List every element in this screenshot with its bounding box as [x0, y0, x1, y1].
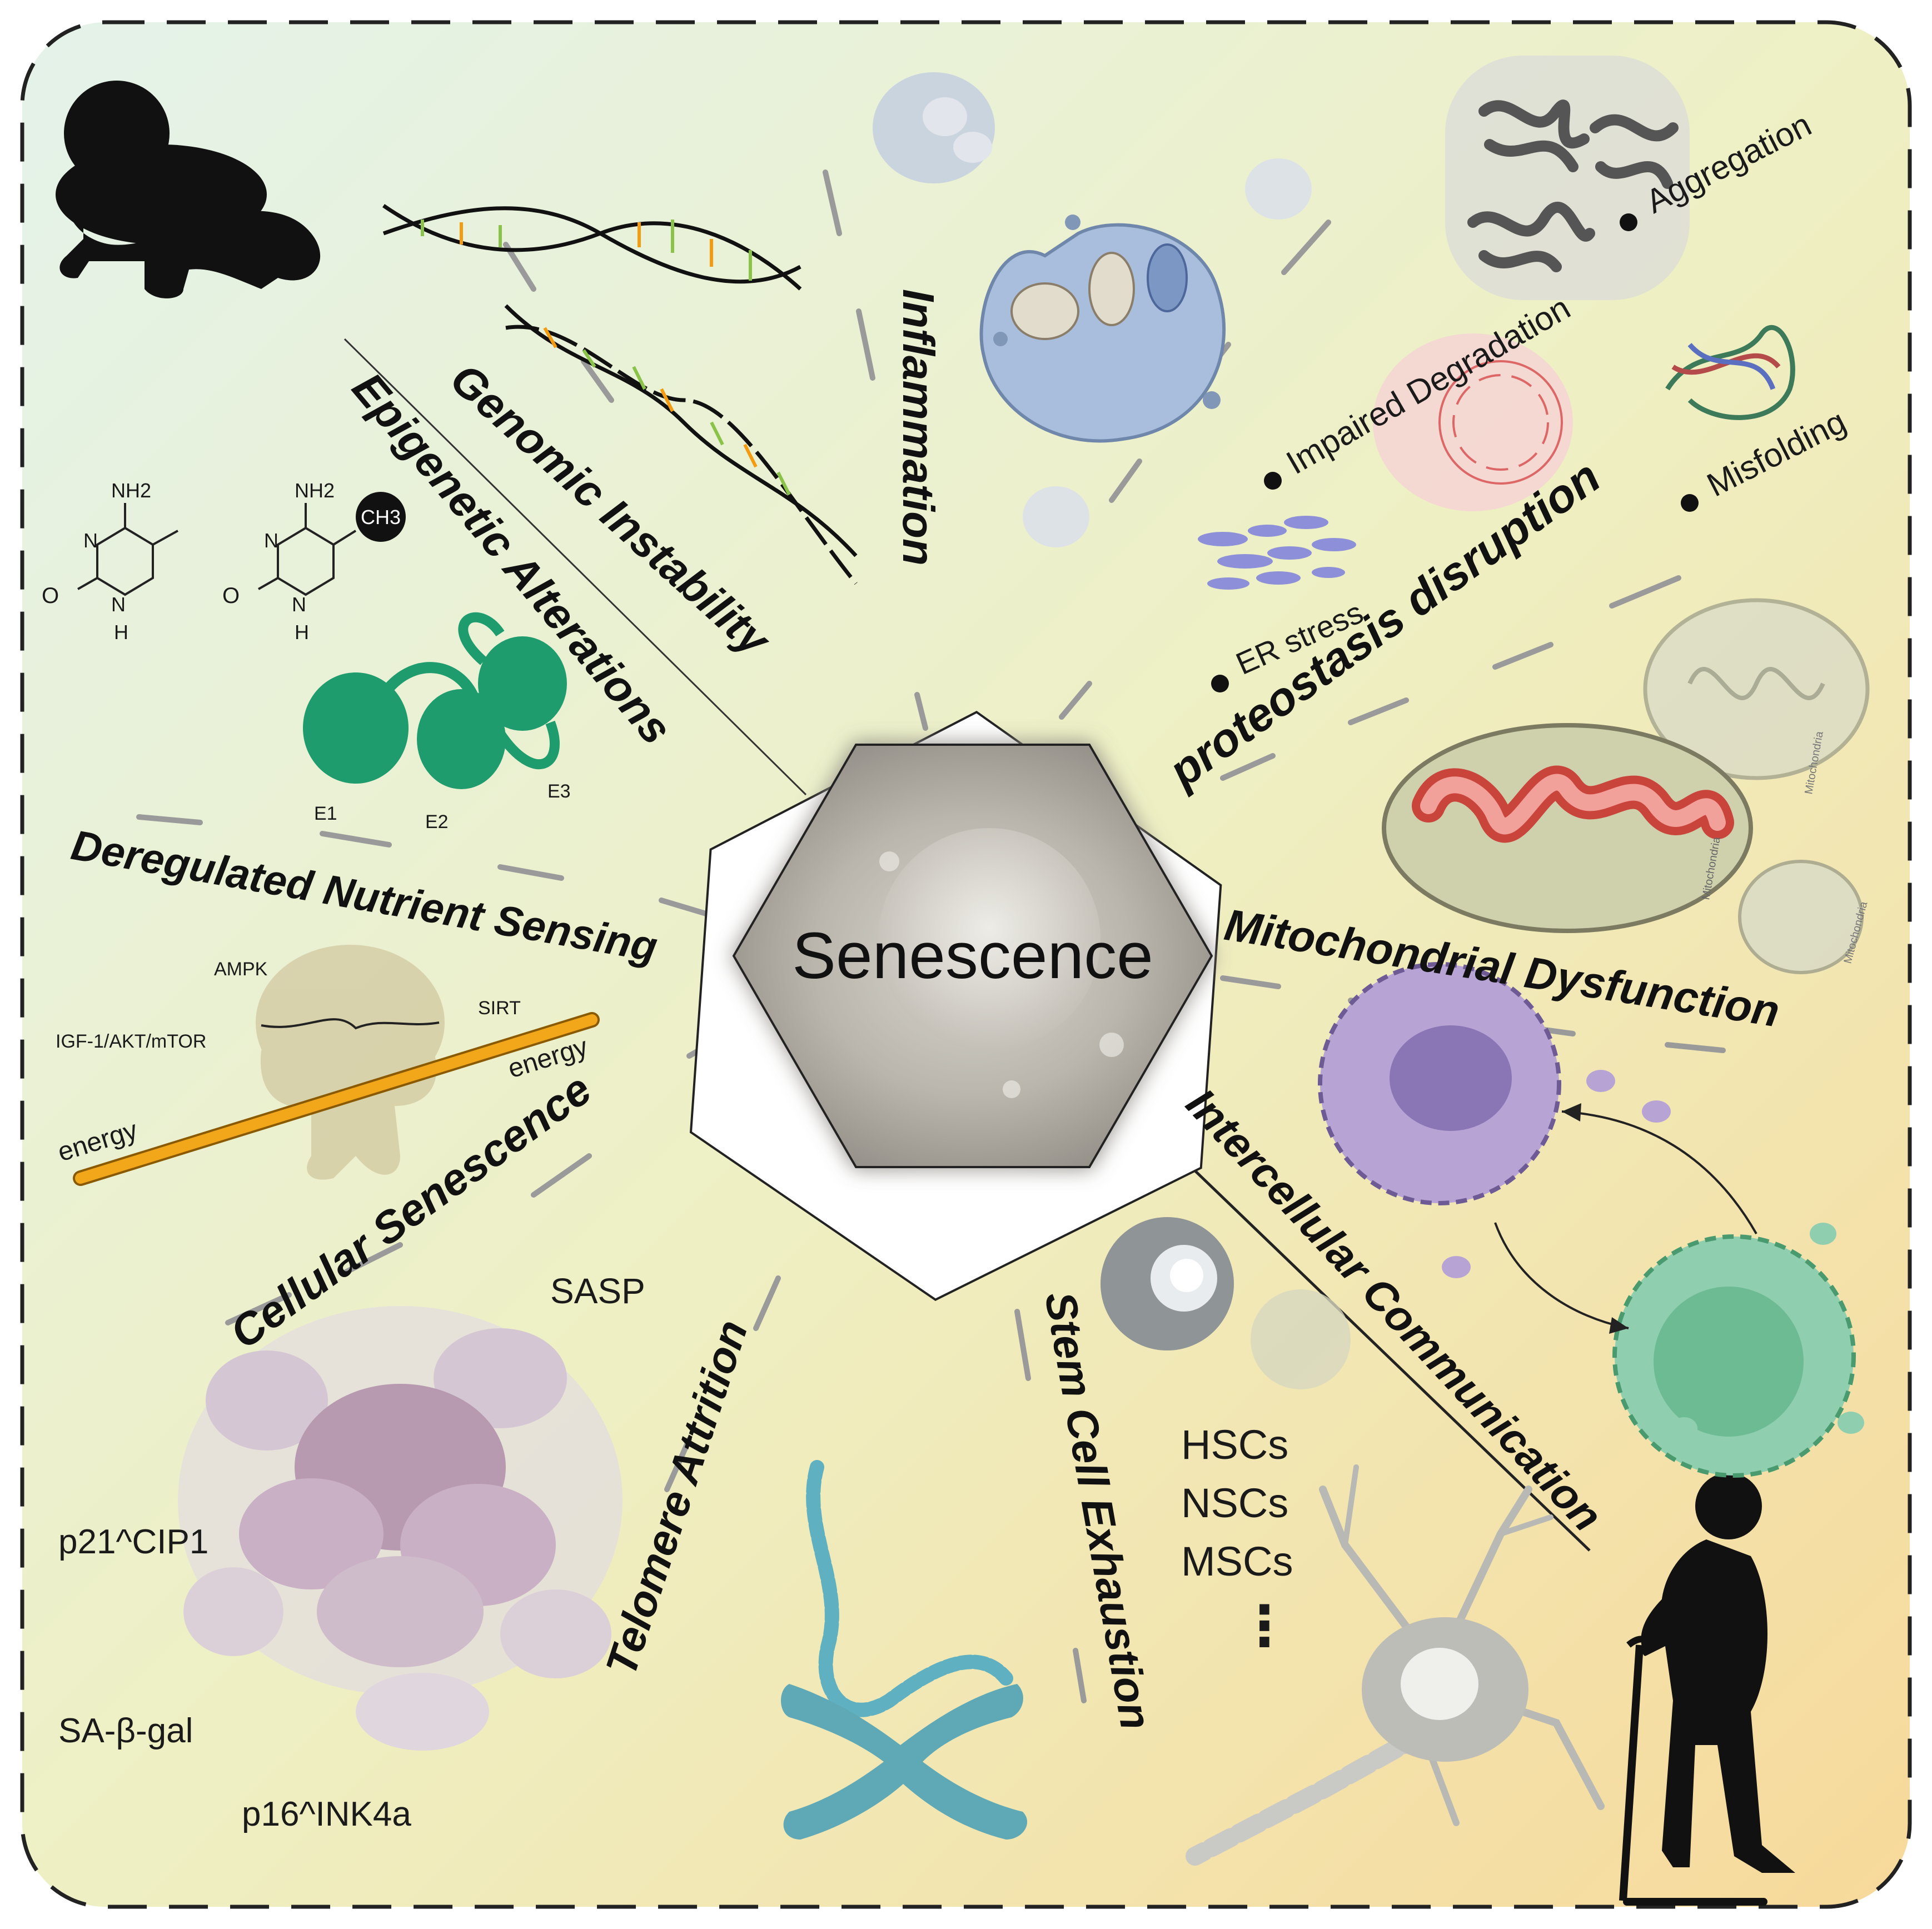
label-o-a: O — [42, 584, 59, 608]
misfolded-protein — [1665, 325, 1795, 420]
label-sasp: SASP — [550, 1271, 645, 1311]
hallmark-inflammation: Inflammation — [894, 289, 943, 566]
enzyme-proteins — [303, 612, 567, 789]
label-igf: IGF-1/AKT/mTOR — [56, 1031, 206, 1052]
elderly-silhouette — [1619, 1473, 1795, 1906]
chromosome-icon — [781, 1684, 1028, 1840]
label-ch3: CH3 — [361, 506, 401, 529]
epigenetic-axis-line — [343, 338, 807, 796]
label-sirt: SIRT — [478, 998, 521, 1019]
bullet-aggregation — [1620, 213, 1637, 231]
nutrient-wave — [261, 1018, 440, 1030]
mitochondria-group — [1382, 598, 1870, 974]
inflammation-cells — [873, 72, 1312, 547]
stem-cells — [1101, 1217, 1351, 1389]
protein-aggregates — [1445, 56, 1690, 300]
label-n-b: N — [264, 529, 278, 552]
label-mscs: MSCs — [1181, 1538, 1293, 1584]
bullet-impaired-degradation — [1264, 472, 1282, 490]
degradation-proteasome — [1373, 333, 1573, 511]
cytokine-dots — [1442, 1070, 1864, 1439]
ch3-group-icon — [356, 492, 406, 542]
center-label: Senescence — [792, 919, 1153, 993]
label-n-a: N — [83, 529, 98, 552]
label-e2: E2 — [425, 811, 449, 833]
bullet-misfolding — [1681, 494, 1699, 512]
dna-helix-2 — [504, 304, 858, 585]
label-p16: p16^INK4a — [242, 1795, 411, 1833]
cell-nucleus — [878, 828, 1101, 1050]
immune-cell-green — [1612, 1234, 1856, 1478]
cytosine-structure-a — [77, 503, 178, 596]
label-h-a: H — [114, 621, 128, 644]
label-o-b: O — [222, 584, 240, 608]
label-h-b: H — [295, 621, 309, 644]
label-hscs: HSCs — [1181, 1422, 1288, 1468]
label-n2-b: N — [292, 593, 306, 616]
telomere-dna — [806, 1460, 1013, 1717]
bullet-er-stress — [1211, 675, 1229, 692]
label-e1: E1 — [314, 803, 337, 824]
label-nscs: NSCs — [1181, 1480, 1288, 1526]
dna-helix-1 — [382, 204, 802, 291]
signal-arrow-up — [1561, 1110, 1757, 1234]
immune-cell-purple — [1318, 962, 1561, 1205]
label-ampk: AMPK — [214, 959, 268, 980]
signal-arrow-down — [1494, 1222, 1629, 1329]
label-more: ⋮ — [1237, 1595, 1292, 1657]
label-nh2-b: NH2 — [295, 479, 335, 502]
intercellular-axis-line — [1144, 1121, 1591, 1552]
er-stress-structure — [1198, 516, 1356, 590]
label-n2-a: N — [111, 593, 126, 616]
sasp-cell-cluster — [178, 1306, 623, 1751]
label-nh2-a: NH2 — [111, 479, 151, 502]
label-e3: E3 — [547, 781, 571, 802]
methyl-cytosine-structure — [258, 503, 357, 596]
label-p21: p21^CIP1 — [58, 1523, 208, 1561]
baby-silhouette — [56, 81, 321, 298]
label-sa-beta-gal: SA-β-gal — [58, 1712, 193, 1750]
